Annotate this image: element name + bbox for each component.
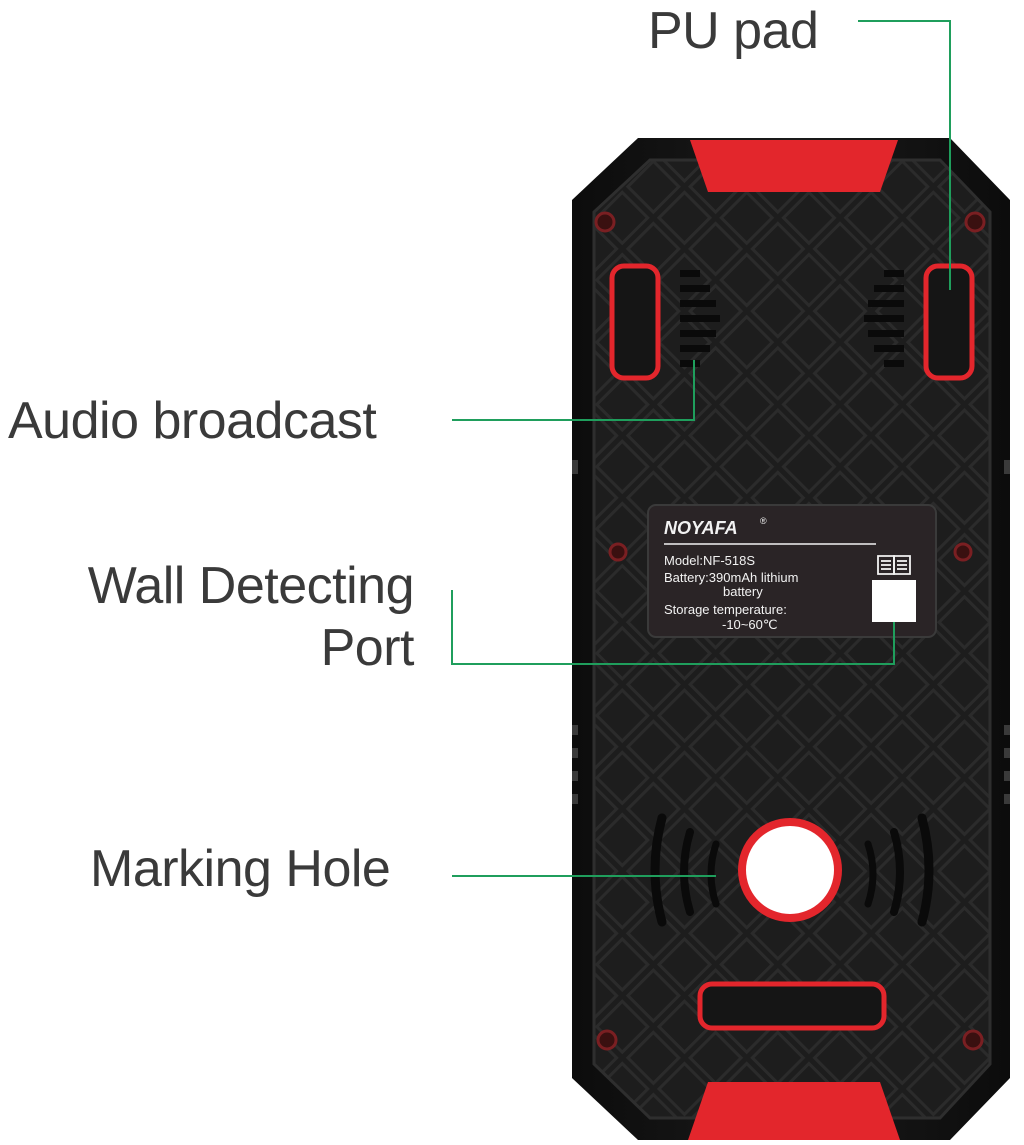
callout-wall-line-1: Wall Detecting bbox=[87, 557, 415, 615]
marking-hole bbox=[738, 818, 842, 922]
speaker-grille-left bbox=[680, 270, 720, 367]
callout-pu-pad: PU pad bbox=[648, 2, 819, 60]
marking-arcs-right bbox=[864, 813, 934, 927]
pu-pad-left bbox=[609, 263, 661, 381]
brand-logo: NOYAFA bbox=[664, 518, 738, 538]
plate-battery-2: battery bbox=[723, 584, 763, 599]
leader-audio bbox=[452, 360, 695, 421]
plate-model: Model:NF-518S bbox=[664, 553, 755, 568]
callout-wall-line-2: Port bbox=[320, 619, 415, 677]
side-grip-notches bbox=[572, 460, 1010, 804]
leader-wall-port bbox=[451, 590, 895, 665]
leader-lines bbox=[451, 20, 951, 877]
callout-audio-broadcast: Audio broadcast bbox=[8, 392, 377, 450]
speaker-grille-right bbox=[864, 270, 904, 367]
callout-marking-hole: Marking Hole bbox=[90, 840, 391, 898]
plate-storage-2: -10~60℃ bbox=[722, 617, 777, 632]
label-plate bbox=[647, 504, 937, 638]
plate-storage-1: Storage temperature: bbox=[664, 602, 787, 617]
leader-pu-pad bbox=[858, 20, 951, 290]
screw-icons bbox=[594, 211, 986, 1051]
marking-arcs-left bbox=[650, 813, 720, 927]
bottom-slot bbox=[697, 981, 887, 1031]
callout-wall-detecting-port: Wall Detecting Port bbox=[24, 555, 415, 679]
registered-mark: ® bbox=[760, 516, 767, 526]
wall-detecting-port bbox=[872, 580, 916, 622]
open-book-icon bbox=[877, 555, 911, 575]
plate-battery-1: Battery:390mAh lithium bbox=[664, 570, 798, 585]
